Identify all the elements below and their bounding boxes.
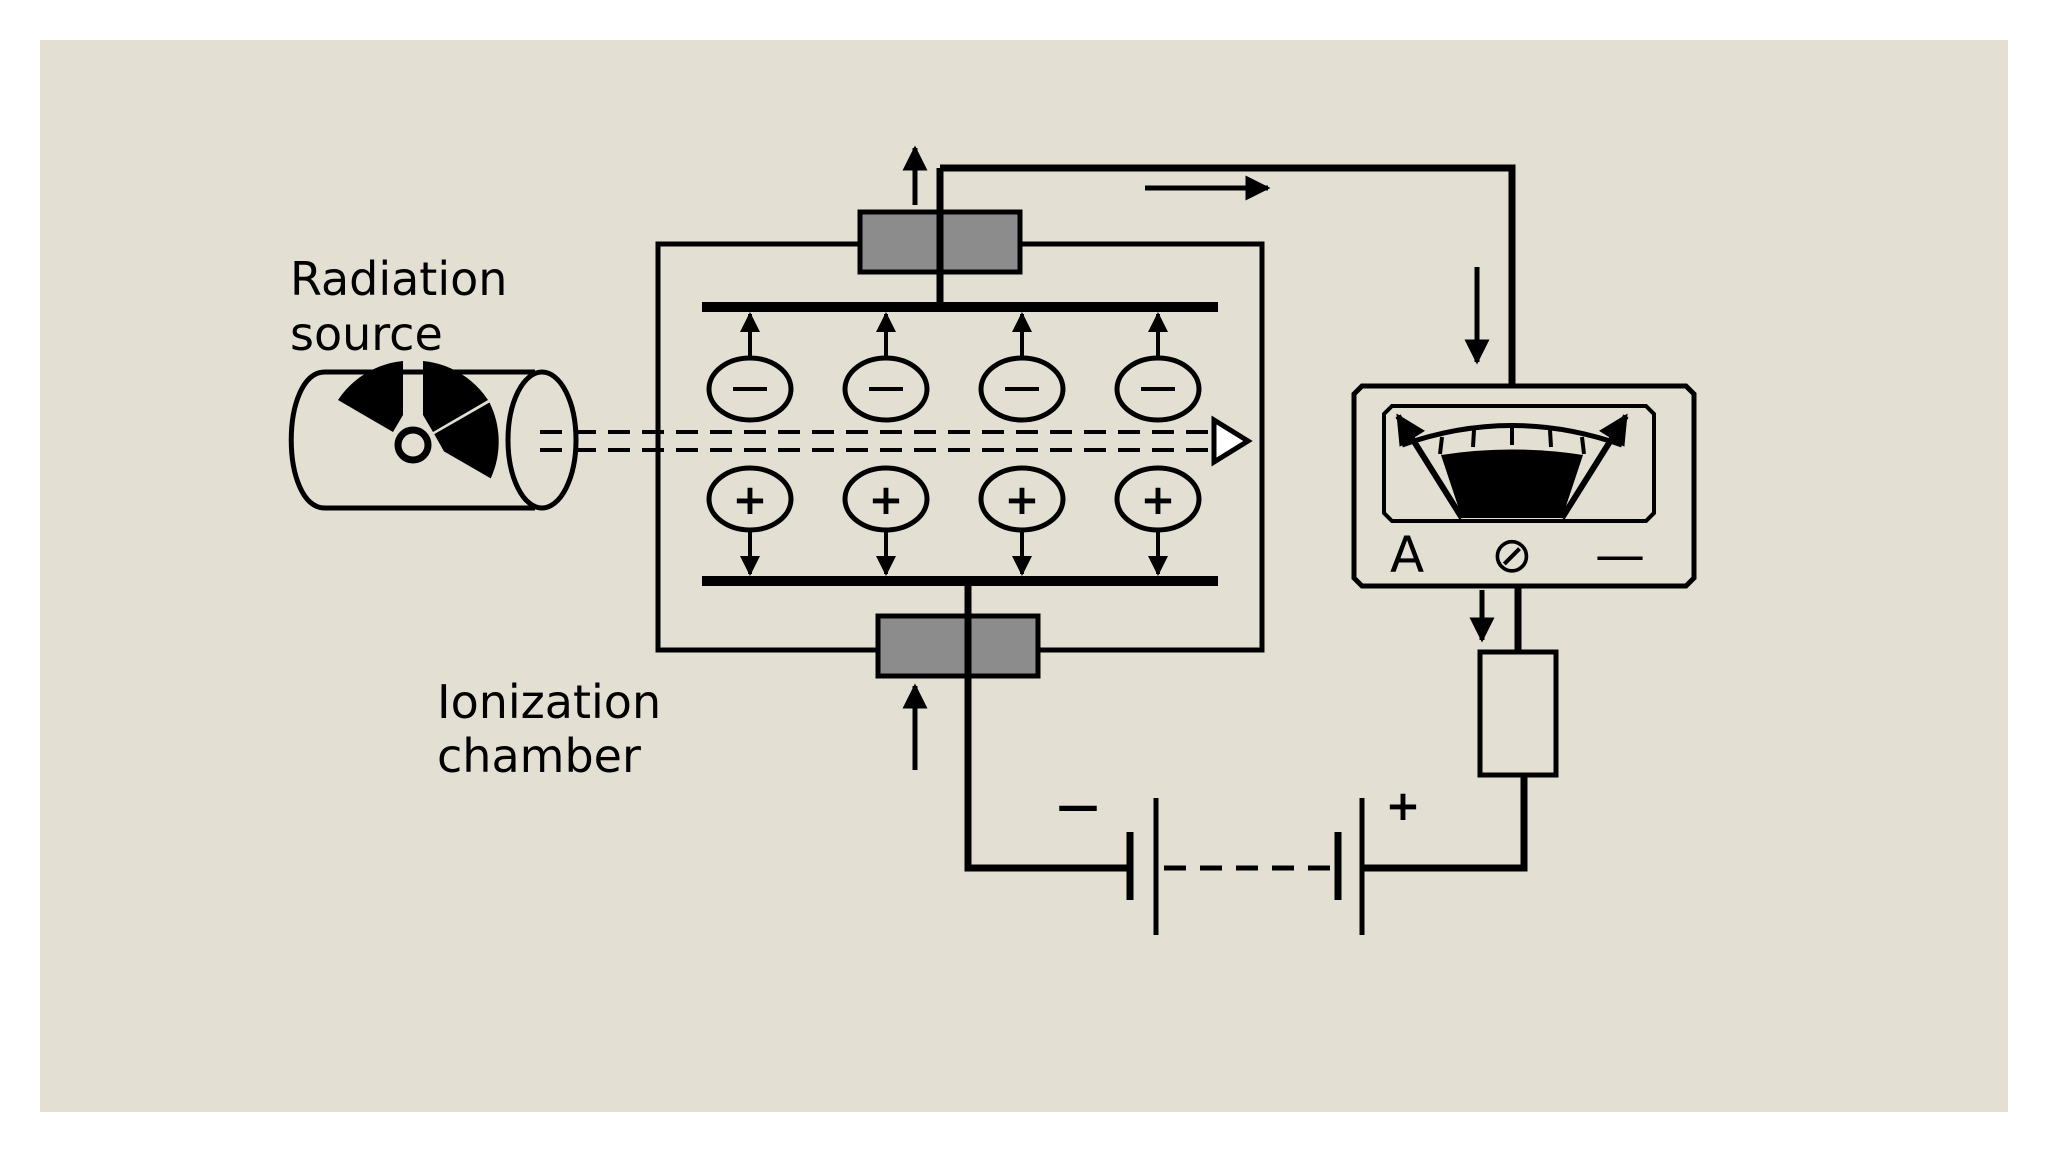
ionization-chamber-label-line2: chamber [437,729,641,783]
wire-top [940,164,1516,392]
positive-ion-sign: + [732,475,767,524]
negative-ion [842,312,930,423]
ammeter-center-symbol: ⊘ [1491,526,1533,584]
wire-bottom-left [964,676,1130,872]
ionization-chamber: Ionization chamber [437,168,1265,783]
ammeter-right-label: — [1595,526,1645,584]
resistor [1477,649,1559,778]
meter-needle-left [1395,413,1465,520]
radiation-source-label-line2: source [290,307,443,361]
positive-ion-sign: + [1004,475,1039,524]
positive-ion-sign: + [868,475,903,524]
positive-ion: + [842,465,930,576]
battery [1126,798,1365,935]
meter-needle-right [1559,413,1629,520]
battery-positive-sign: + [1385,781,1420,830]
ammeter: A ⊘ — [1351,383,1697,589]
positive-ions: + + + + [706,465,1202,576]
ammeter-dial-window [1382,404,1656,523]
current-flow-arrows [902,145,1495,770]
wire-right [1362,775,1528,872]
meter-black-sector [1441,449,1583,518]
circuit-wires [940,164,1528,872]
radiation-source: Radiation source [288,252,579,511]
beam-arrowhead [1211,415,1253,467]
negative-ion [978,312,1066,423]
positive-ion: + [1114,465,1202,576]
ionization-chamber-label-line1: Ionization [437,675,661,729]
positive-ion: + [978,465,1066,576]
radiation-beam [540,415,1253,467]
bottom-insulator [875,613,1041,679]
meter-scale-arc [1401,423,1623,448]
radiation-source-label-line1: Radiation [290,252,507,306]
radiation-trefoil-icon [338,361,499,479]
meter-scale-ticks [1438,427,1586,455]
positive-ion: + [706,465,794,576]
ammeter-left-label: A [1390,526,1424,584]
negative-ion [706,312,794,423]
negative-ion [1114,312,1202,423]
negative-ions [706,312,1202,423]
battery-negative-sign: — [1057,781,1099,830]
source-cylinder-end [505,369,579,511]
positive-ion-sign: + [1140,475,1175,524]
